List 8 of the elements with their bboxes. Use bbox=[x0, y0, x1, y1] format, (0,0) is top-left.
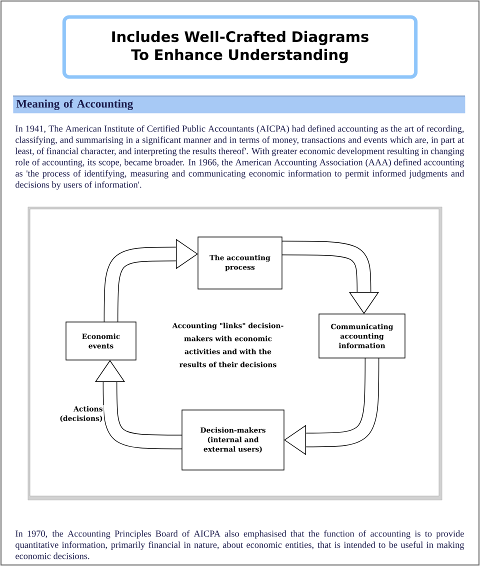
block-arrow bbox=[104, 238, 198, 322]
block-arrow bbox=[282, 240, 380, 314]
title-banner: Includes Well-Crafted Diagrams To Enhance Understanding bbox=[62, 15, 418, 79]
section-heading: Meaning of Accounting bbox=[12, 96, 466, 114]
block-arrow bbox=[284, 358, 380, 456]
paragraph: In 1970, the Accounting Principles Board of AICPA also emphasised that the function of accounting is to provide quantitative information, primarily financial in nature, about economic entities, that is intended to be useful in making economic decisions. bbox=[16, 530, 464, 560]
block-arrow bbox=[94, 360, 182, 450]
paragraph: In 1941, The American Institute of Certified Public Accountants (AICPA) had defined accounting as the art of recording, classifying, and summarising in a significant manner and in terms of money, transactions and events which are, in part at least, of financial character, and interpreting the results thereof'. With greater economic development resulting in changing role of accounting, its scope, became broader. In 1966, the American Accounting Association (AAA) defined accounting as 'the process of identifying, measuring and communicating economic information to permit informed judgments and decisions by users of information'. bbox=[15, 125, 464, 190]
